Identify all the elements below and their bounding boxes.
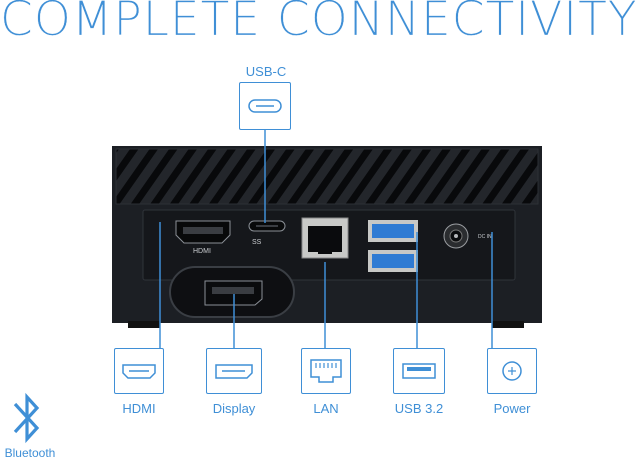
usb-c-label: USB-C <box>245 64 287 79</box>
lan-label: LAN <box>313 401 339 416</box>
usb-label: USB 3.2 <box>394 401 444 416</box>
hdmi-port-icon <box>122 364 156 379</box>
display-label: Display <box>212 401 256 416</box>
hdmi-callout <box>114 348 164 394</box>
vent-grille <box>116 149 538 204</box>
power-label: Power <box>493 401 531 416</box>
device-displayport <box>169 266 295 318</box>
headline: COMPLETE CONNECTIVITY <box>0 0 638 47</box>
usb-c-port-icon <box>248 99 282 113</box>
power-jack-icon <box>502 361 522 381</box>
device-hdmi-label: HDMI <box>193 248 211 255</box>
ethernet-port-icon <box>310 359 342 383</box>
display-callout <box>206 348 262 394</box>
lan-callout <box>301 348 351 394</box>
device-dc-jack <box>443 223 469 249</box>
device-usb-a-ports <box>368 220 418 272</box>
usb-c-callout <box>239 82 291 130</box>
displayport-icon <box>215 364 253 379</box>
device-hdmi-port <box>175 220 231 244</box>
usb-callout <box>393 348 445 394</box>
device-usb-c-port <box>248 220 286 232</box>
device-usb-c-label: SS <box>252 239 262 246</box>
power-callout <box>487 348 537 394</box>
bluetooth-label: Bluetooth <box>4 446 56 460</box>
hdmi-label: HDMI <box>122 401 156 416</box>
device-dc-label: DC IN <box>478 234 492 240</box>
usb-port-icon <box>402 363 436 379</box>
bluetooth-icon <box>13 392 40 444</box>
device-lan-port <box>301 217 349 259</box>
